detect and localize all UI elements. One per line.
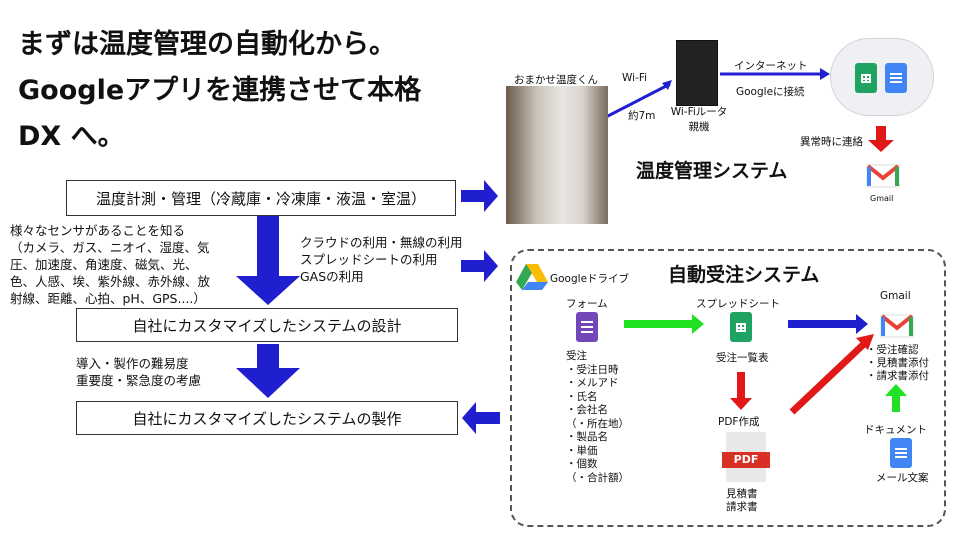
order-list-label: 受注一覧表	[716, 352, 769, 364]
pdf-icon: PDF	[722, 432, 770, 482]
order-system-frame	[510, 249, 946, 527]
order-system-title: 自動受注システム	[668, 264, 820, 286]
cloud-note: クラウドの利用・無線の利用 スプレッドシートの利用 GASの利用	[300, 235, 463, 284]
distance-label: 約7m	[628, 110, 656, 122]
spreadsheet-icon	[730, 312, 752, 342]
pdf-badge: PDF	[722, 452, 770, 468]
router-label: Wi-Fiルータ 親機	[670, 106, 728, 133]
left-arrow-build	[462, 402, 500, 434]
document-label: ドキュメント	[864, 424, 927, 436]
sensor-note: 様々なセンサがあることを知る （カメラ、ガス、ニオイ、湿度、気 圧、加速度、角速…	[10, 223, 211, 306]
mail-text-label: メール文案	[876, 472, 929, 484]
sheet-to-pdf-arrow	[730, 372, 752, 410]
alert-label: 異常時に連絡	[800, 136, 863, 148]
wifi-link	[603, 82, 671, 120]
difficulty-note: 導入・製作の難易度 重要度・緊急度の考慮	[76, 356, 202, 388]
sheet-to-gmail-arrow	[788, 314, 868, 334]
wifi-label: Wi-Fi	[622, 72, 648, 84]
page-title: まずは温度管理の自動化から。 Googleアプリを連携させて本格 DX へ。	[18, 29, 422, 152]
form-fields: 受注 ・受注日時 ・メルアド ・氏名 ・会社名 （・所在地） ・製品名 ・単価 …	[566, 350, 629, 484]
device-photo	[506, 86, 608, 224]
gmail-icon	[866, 164, 900, 188]
docs-icon	[885, 63, 907, 93]
right-arrow-order	[461, 250, 498, 282]
pdf-to-gmail-arrow	[789, 339, 869, 415]
alert-arrow	[868, 126, 894, 152]
form-to-sheet-arrow	[624, 314, 704, 334]
drive-icon	[516, 264, 548, 290]
temp-system-title: 温度管理システム	[636, 160, 788, 182]
spreadsheet-icon	[855, 63, 877, 93]
right-arrow-temp	[461, 180, 498, 212]
router-image	[676, 40, 718, 106]
form-label: フォーム	[566, 298, 608, 310]
docs-icon	[890, 438, 912, 468]
form-icon	[576, 312, 598, 342]
gmail-icon	[880, 314, 914, 338]
gmail-order-label: Gmail	[880, 290, 911, 302]
doc-to-gmail-arrow	[885, 384, 907, 412]
drive-label: Googleドライブ	[550, 273, 630, 285]
down-arrow-1	[236, 216, 300, 305]
flow-box-measure: 温度計測・管理（冷蔵庫・冷凍庫・液温・室温）	[66, 180, 456, 216]
pdf-create-label: PDF作成	[718, 416, 760, 428]
device-label: おまかせ温度くん	[514, 74, 598, 86]
cloud-shape	[830, 38, 934, 116]
spreadsheet-label: スプレッドシート	[696, 298, 780, 310]
gmail-label: Gmail	[870, 194, 894, 203]
pdf-docs-label: 見積書 請求書	[726, 488, 758, 513]
flow-box-design: 自社にカスタマイズしたシステムの設計	[76, 308, 458, 342]
down-arrow-2	[236, 344, 300, 398]
internet-label: インターネット	[734, 60, 808, 72]
google-connect-label: Googleに接続	[736, 86, 805, 98]
gmail-items: ・受注確認 ・見積書添付 ・請求書添付	[866, 344, 929, 382]
flow-box-build: 自社にカスタマイズしたシステムの製作	[76, 401, 458, 435]
